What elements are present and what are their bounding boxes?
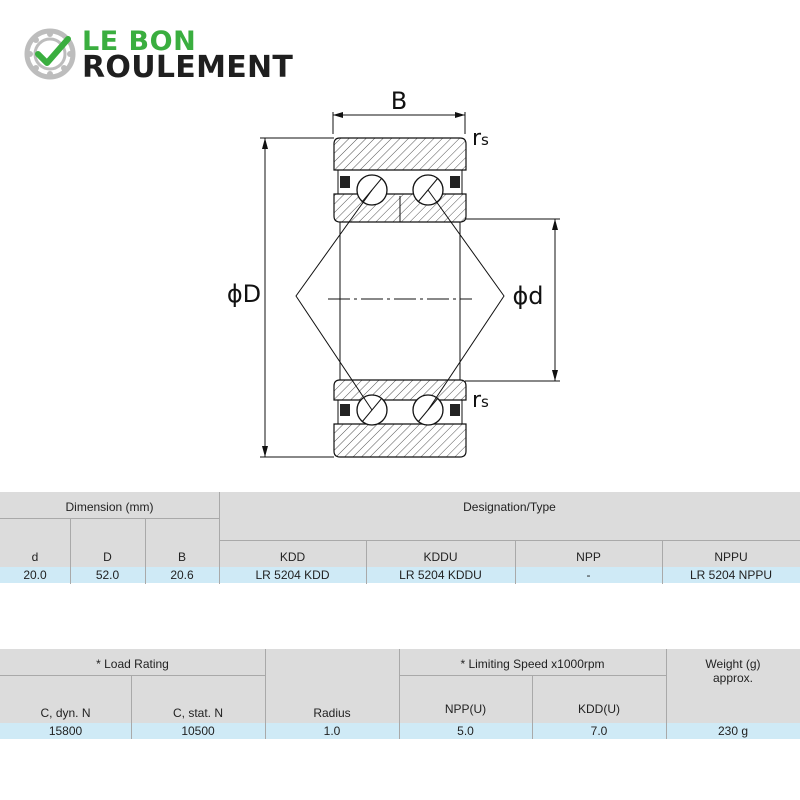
col-npp: NPP	[576, 550, 601, 564]
weight-header: Weight (g) approx.	[705, 657, 761, 685]
value-D: 52.0	[95, 568, 120, 582]
value-nppu: LR 5204 NPPU	[689, 568, 773, 582]
value-c-stat: 10500	[181, 724, 215, 738]
bearing-section-top	[333, 137, 467, 223]
value-radius: 1.0	[323, 724, 341, 738]
label-rs-bottom: rs	[472, 388, 489, 413]
outer-diameter-dimension-D: ϕD	[227, 137, 334, 458]
col-npp-u: NPP(U)	[444, 702, 487, 716]
col-c-stat: C, stat. N	[172, 706, 223, 720]
value-B: 20.6	[170, 568, 194, 582]
col-c-dyn: C, dyn. N	[40, 706, 91, 720]
brand-logo: LE BON ROULEMENT	[24, 28, 304, 84]
value-npp-u: 5.0	[457, 724, 474, 738]
width-dimension-B: B	[332, 87, 466, 134]
contact-angle-lines	[295, 189, 373, 411]
load-rating-header: * Load Rating	[96, 657, 169, 671]
col-nppu: NPPU	[714, 550, 748, 564]
col-kdd-u: KDD(U)	[578, 702, 620, 716]
dimension-designation-table: Dimension (mm) Designation/Type d D B KD…	[0, 492, 800, 584]
value-kddu: LR 5204 KDDU	[399, 568, 482, 582]
value-npp: -	[586, 568, 591, 582]
col-D: D	[103, 550, 112, 564]
bearing-section-bottom	[333, 379, 467, 458]
label-B: B	[391, 87, 407, 115]
designation-header: Designation/Type	[463, 500, 556, 514]
load-speed-weight-table: * Load Rating * Limiting Speed x1000rpm …	[0, 649, 800, 741]
value-weight: 230 g	[717, 724, 749, 738]
col-kddu: KDDU	[423, 550, 458, 564]
label-rs-top: rs	[472, 126, 489, 151]
label-d: ϕd	[512, 282, 543, 310]
dimension-header: Dimension (mm)	[65, 500, 154, 514]
brand-line-2: ROULEMENT	[82, 50, 294, 85]
bearing-check-logo-icon	[24, 28, 76, 80]
brand-line-1: LE BON	[82, 26, 197, 57]
bearing-cross-section-drawing: B rs rs ϕD ϕd	[227, 87, 560, 458]
value-d: 20.0	[23, 568, 47, 582]
col-kdd: KDD	[279, 550, 306, 564]
value-kdd: LR 5204 KDD	[255, 568, 330, 582]
value-kdd-u: 7.0	[590, 724, 608, 738]
col-d: d	[31, 550, 39, 564]
label-D: ϕD	[227, 280, 261, 308]
limiting-speed-header: * Limiting Speed x1000rpm	[460, 657, 605, 671]
value-c-dyn: 15800	[48, 724, 83, 738]
col-radius: Radius	[313, 706, 351, 720]
inner-diameter-dimension-d: ϕd	[465, 218, 560, 382]
col-B: B	[177, 550, 186, 564]
